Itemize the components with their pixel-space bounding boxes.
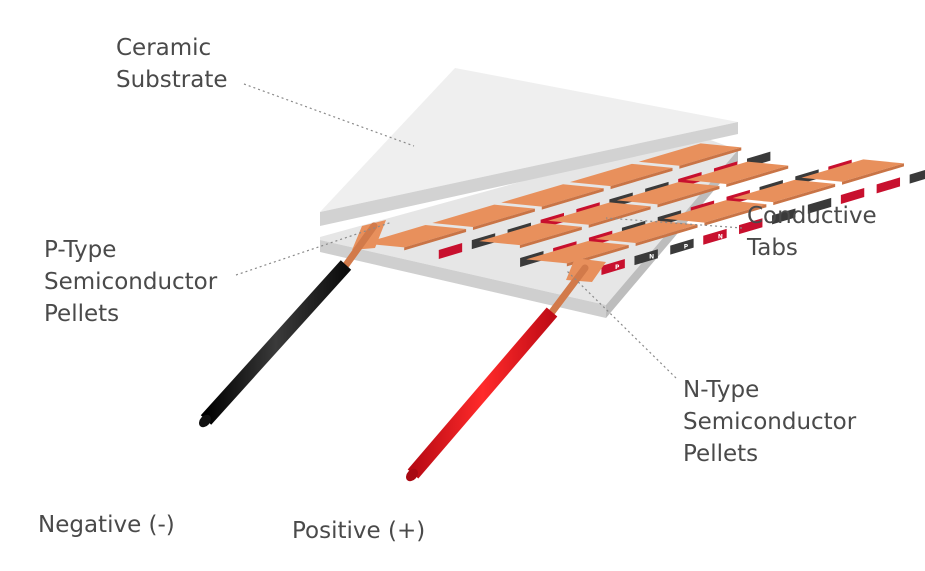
conductive-tab-edge (726, 165, 789, 187)
conductive-tab-edge (657, 186, 720, 208)
positive-wire (406, 264, 589, 482)
top-ceramic-substrate (320, 68, 738, 226)
conductive-tab-edge (773, 183, 836, 206)
pellet-mark-p: P (684, 244, 689, 251)
leader-ceramic (243, 83, 415, 147)
label-p-type-pellets: P-Type Semiconductor Pellets (44, 234, 217, 330)
conductive-tab-edge (635, 224, 698, 246)
conductive-tab-edge (704, 204, 767, 226)
p-type-pellet (840, 188, 865, 204)
label-ntype-line-1: N-Type (683, 377, 760, 403)
label-ceramic-line-1: Ceramic (116, 35, 212, 61)
p-type-pellet (703, 228, 727, 245)
conductive-tab-edge (610, 167, 673, 190)
p-type-pellet (438, 243, 463, 259)
n-type-pellet (807, 197, 832, 214)
label-conductive-line-1: Conductive (747, 203, 877, 229)
label-conductive-line-2: Tabs (747, 235, 798, 261)
negative-wire (199, 222, 378, 428)
label-conductive-tabs: Conductive Tabs (747, 200, 877, 264)
label-positive: Positive (+) (292, 518, 426, 544)
conductive-tab-edge (679, 147, 742, 169)
label-ptype-line-3: Pellets (44, 301, 120, 327)
label-ntype-line-3: Pellets (683, 441, 759, 467)
leader-lines (235, 83, 743, 379)
conductive-tab-edge (541, 188, 604, 210)
conductive-tab (638, 143, 742, 166)
n-type-pellet (634, 249, 658, 266)
label-ceramic-line-2: Substrate (116, 67, 228, 93)
conductive-tab (548, 202, 651, 225)
label-negative: Negative (-) (38, 512, 175, 538)
conductive-tab (526, 241, 629, 264)
conductive-tab (501, 184, 604, 207)
conductive-tab-edge (519, 226, 582, 249)
pellet-mark-n: N (718, 233, 723, 240)
conductive-tab-edge (404, 229, 467, 251)
label-ntype-line-2: Semiconductor (683, 409, 857, 435)
conductive-tab-edge (588, 206, 651, 228)
conductive-tab (479, 222, 582, 246)
pellet-mark-p: P (615, 264, 620, 271)
pellet-grid: P N P N (363, 143, 925, 275)
leader-ntype (565, 269, 677, 379)
label-n-type-pellets: N-Type Semiconductor Pellets (683, 374, 856, 470)
conductive-tab (663, 200, 767, 223)
n-type-pellet (670, 238, 694, 255)
n-type-pellet (772, 208, 796, 225)
conductive-tab (363, 225, 467, 248)
conductive-tab (616, 182, 720, 205)
label-ptype-line-2: Semiconductor (44, 269, 218, 295)
p-type-pellet (601, 259, 625, 275)
n-type-pellet (909, 170, 925, 184)
conductive-tab (432, 204, 535, 227)
label-ceramic-substrate: Ceramic Substrate (116, 32, 228, 96)
label-ptype-line-1: P-Type (44, 237, 117, 263)
conductive-tab-edge (842, 163, 904, 185)
p-type-pellet (876, 177, 901, 194)
conductive-tab (569, 163, 673, 187)
conductive-tab (732, 179, 836, 203)
p-type-pellet (739, 218, 763, 235)
conductive-tab (594, 220, 698, 243)
pellet-mark-n: N (649, 254, 654, 261)
conductive-tab (801, 159, 904, 182)
conductive-tab (685, 161, 789, 184)
conductive-tab-edge (472, 208, 535, 230)
